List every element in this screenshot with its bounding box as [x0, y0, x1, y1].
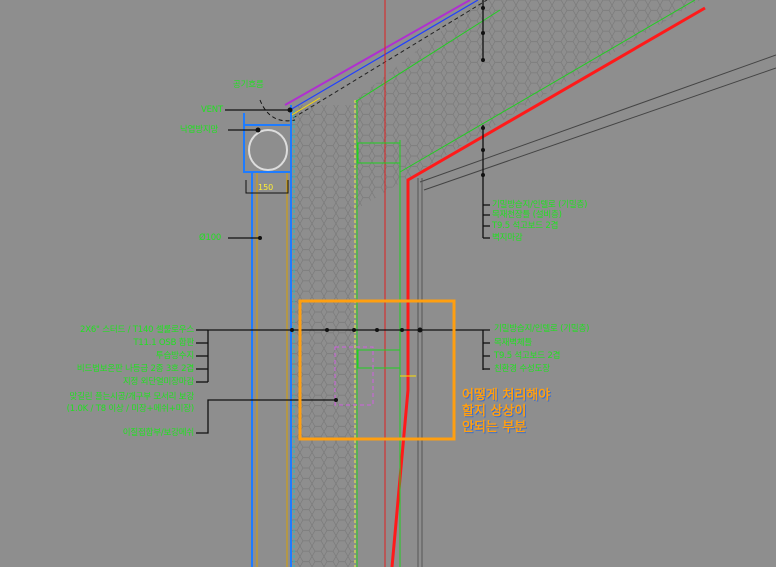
airflow-label: 공기흐름 [233, 80, 264, 90]
note-line: 어떻게 처리해야 [462, 388, 551, 403]
ceiling-label: T9.5 석고보드 2겹 [492, 221, 559, 231]
corner-label: 맞길린 플는시공/개구부 모서리 보강 [69, 392, 195, 402]
ceiling-label: 목재천장틀 (설비층) [492, 210, 562, 220]
roof-insulation [355, 0, 700, 210]
drain-pipe [248, 129, 288, 171]
wall-inner-label: 친환경 수성도장 [494, 364, 550, 374]
corner-label: (1.0K / T8 이상 / 미장+메쉬+미장) [66, 404, 195, 414]
wall-inner-label: 기밀방습지/인텔로 (기밀층) [494, 324, 590, 334]
ceiling-label: 벽지마감 [492, 233, 523, 243]
leaf-guard-label: 낙엽방지망 [180, 125, 219, 135]
wall-outer-label: 비드법보온판 나등급 2종 3호 2겹 [76, 364, 194, 374]
wall-inner-label: T9.5 석고보드 2겹 [494, 351, 561, 361]
wall-inner-label: 목재벽체틀 [494, 338, 533, 348]
note-line: 할지 상상이 [462, 404, 527, 419]
wall-outer-label: 투습방수지 [155, 351, 194, 361]
wall-insulation [292, 105, 354, 567]
ceiling-label: 기밀방습지/인텔로 (기밀층) [492, 200, 588, 210]
problem-area-highlight [298, 299, 456, 441]
wall-outer-label: 지정 외단열미장마감 [122, 377, 194, 387]
wall-outer-label: T11.1 OSB 합판 [133, 338, 194, 348]
wall-outer-label: 2X6" 스터드 / T140 셀룰로우스 [80, 325, 194, 335]
problem-note: 어떻게 처리해야 할지 상상이 안되는 부분 [462, 388, 550, 436]
pipe-label: Ø100 [199, 233, 222, 243]
note-line: 안되는 부분 [462, 420, 527, 435]
corner-label: 이질접합부/보강메쉬 [122, 428, 194, 438]
vent-label: VENT [201, 105, 223, 115]
dimension-150: 150 [258, 183, 274, 192]
